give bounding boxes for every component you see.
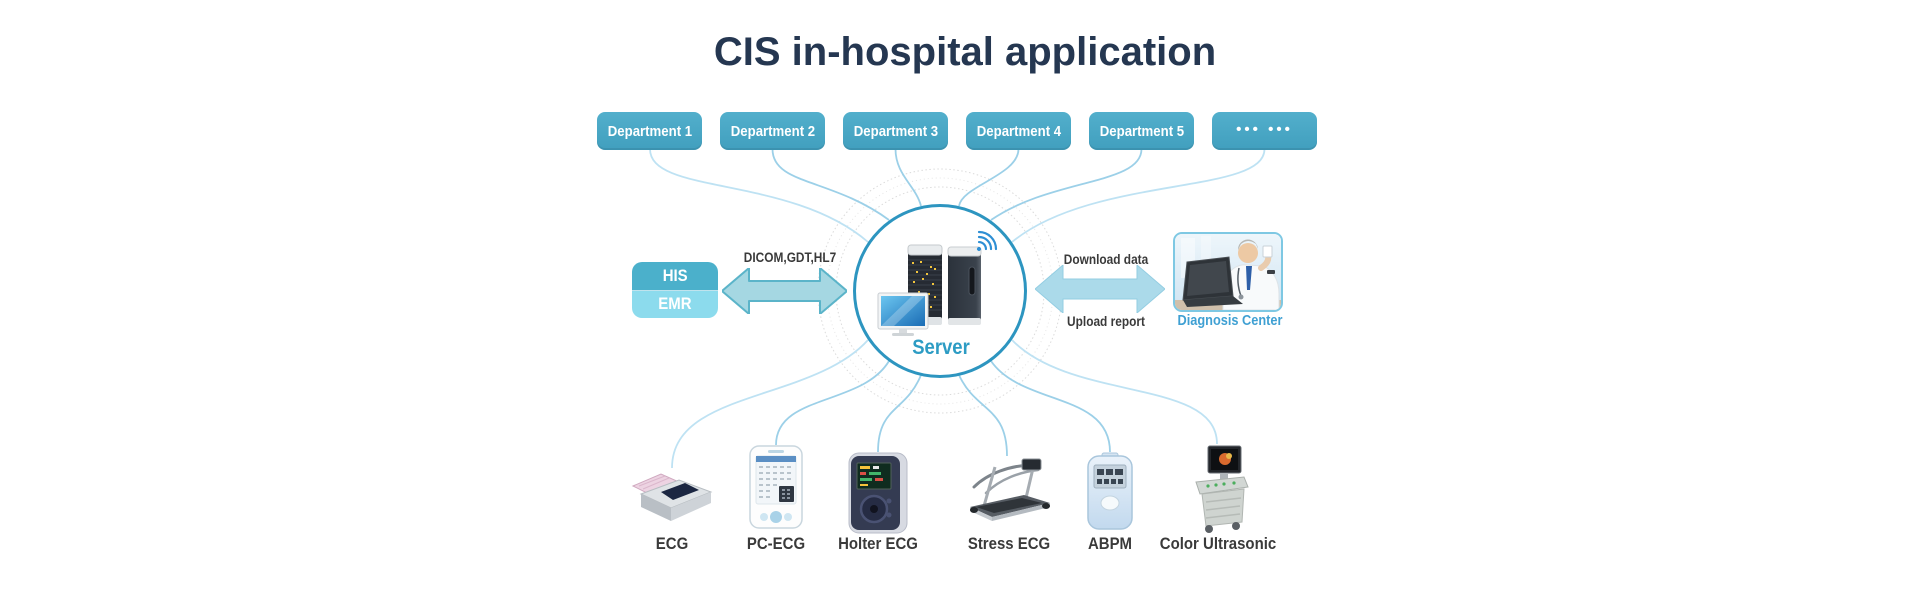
doctor-illustration [1175,234,1281,310]
department-box-more: ••• ••• [1212,112,1317,150]
device-label-pc-ecg: PC-ECG [746,534,806,553]
device-label-stress-ecg: Stress ECG [967,534,1051,553]
department-box-5: Department 5 [1089,112,1194,150]
pc-ecg-device-icon [749,445,803,529]
page-title: CIS in-hospital application [713,30,1217,74]
ecg-device-icon [631,473,713,521]
department-box-4: Department 4 [966,112,1071,150]
department-label: Department 2 [730,122,815,140]
ellipsis-dots: ••• ••• [1236,120,1293,138]
department-label: Department 3 [853,122,938,140]
left-double-arrow-icon [722,268,847,314]
department-label: Department 1 [607,122,692,140]
holter-ecg-device-icon [848,452,908,534]
his-label: HIS [632,262,718,291]
server-label: Server [912,336,970,359]
his-emr-box: HIS EMR [632,262,718,318]
wifi-icon [977,230,998,251]
protocol-label: DICOM,GDT,HL7 [743,250,837,265]
color-ultrasonic-device-icon [1195,445,1249,533]
device-label-abpm: ABPM [1087,534,1133,553]
right-double-arrow-icon [1035,265,1165,313]
diagnosis-center-label: Diagnosis Center [1177,313,1283,329]
upload-report-label: Upload report [1067,314,1145,329]
department-box-3: Department 3 [843,112,948,150]
download-data-label: Download data [1063,252,1149,267]
stress-ecg-device-icon [970,458,1050,521]
device-label-holter-ecg: Holter ECG [838,534,918,553]
department-box-1: Department 1 [597,112,702,150]
department-label: Department 4 [976,122,1061,140]
department-box-2: Department 2 [720,112,825,150]
emr-label: EMR [632,290,718,318]
diagnosis-center-photo [1173,232,1283,312]
device-label-color-ultrasonic: Color Ultrasonic [1159,534,1277,553]
server-rack-right-icon [947,246,982,325]
monitor-icon [877,292,929,336]
device-label-ecg: ECG [655,534,689,553]
server-illustration [877,230,998,336]
abpm-device-icon [1087,452,1133,530]
department-label: Department 5 [1099,122,1184,140]
